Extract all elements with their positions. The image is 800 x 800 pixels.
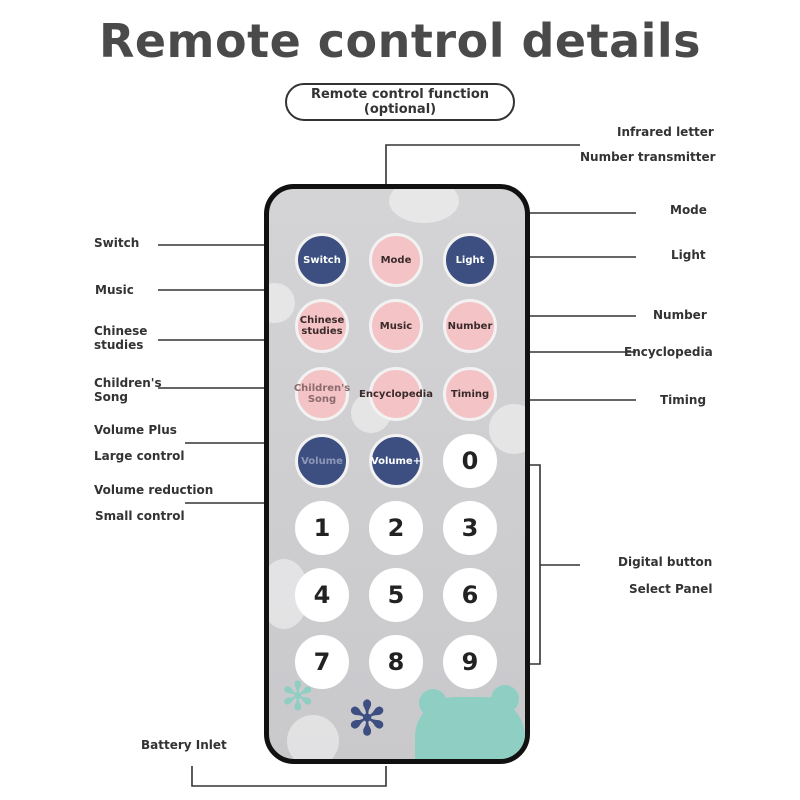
digit-7-button[interactable]: 7 xyxy=(295,635,349,689)
label-encyclopedia: Encyclopedia xyxy=(624,345,713,359)
label-small-control: Small control xyxy=(95,509,185,523)
label-volume-reduction: Volume reduction xyxy=(94,483,214,497)
battery-cover[interactable] xyxy=(415,697,525,759)
label-digital-button: Digital button xyxy=(618,555,713,569)
switch-button[interactable]: Switch xyxy=(295,233,349,287)
decor-circle xyxy=(287,715,339,759)
number-button[interactable]: Number xyxy=(443,299,497,353)
subtitle-line-2: (optional) xyxy=(363,102,437,117)
page-title: Remote control details xyxy=(98,14,702,68)
decor-circle xyxy=(269,283,295,323)
label-number-transmitter: Number transmitter xyxy=(580,150,716,164)
childrens-song-button[interactable]: Children's Song xyxy=(294,367,350,421)
timing-button[interactable]: Timing xyxy=(443,367,497,421)
digit-3-button[interactable]: 3 xyxy=(443,501,497,555)
music-button[interactable]: Music xyxy=(369,299,423,353)
label-light: Light xyxy=(671,248,706,262)
decor-circle xyxy=(389,189,459,223)
digit-6-button[interactable]: 6 xyxy=(443,568,497,622)
line-infrared xyxy=(385,144,580,186)
light-button[interactable]: Light xyxy=(443,233,497,287)
label-number: Number xyxy=(653,308,707,322)
digit-8-button[interactable]: 8 xyxy=(369,635,423,689)
subtitle-line-1: Remote control function xyxy=(310,87,490,102)
digit-4-button[interactable]: 4 xyxy=(295,568,349,622)
remote-control: Switch Mode Light Chinese studies Music … xyxy=(264,184,530,764)
volume-minus-button[interactable]: Volume xyxy=(295,434,349,488)
label-select-panel: Select Panel xyxy=(629,582,713,596)
mode-button[interactable]: Mode xyxy=(369,233,423,287)
label-mode: Mode xyxy=(670,203,707,217)
volume-plus-button[interactable]: Volume+ xyxy=(369,434,423,488)
label-large-control: Large control xyxy=(94,449,185,463)
subtitle-pill: Remote control function (optional) xyxy=(285,83,515,121)
label-music: Music xyxy=(95,283,134,297)
encyclopedia-button[interactable]: Encyclopedia xyxy=(359,367,433,421)
label-switch: Switch xyxy=(94,236,140,250)
line-battery xyxy=(191,766,387,787)
label-timing: Timing xyxy=(660,393,707,407)
digit-0-button[interactable]: 0 xyxy=(443,434,497,488)
flower-icon: ✻ xyxy=(281,674,315,720)
label-chinese-studies: Chinese studies xyxy=(94,324,148,352)
label-infrared-letter: Infrared letter xyxy=(617,125,714,139)
digit-2-button[interactable]: 2 xyxy=(369,501,423,555)
flower-icon: ✻ xyxy=(347,691,388,747)
label-volume-plus: Volume Plus xyxy=(94,423,177,437)
label-childrens-song: Children's Song xyxy=(94,376,162,404)
decor-circle xyxy=(489,404,525,454)
digit-5-button[interactable]: 5 xyxy=(369,568,423,622)
label-battery-inlet: Battery Inlet xyxy=(141,738,227,752)
chinese-studies-button[interactable]: Chinese studies xyxy=(295,299,349,353)
digit-1-button[interactable]: 1 xyxy=(295,501,349,555)
digit-9-button[interactable]: 9 xyxy=(443,635,497,689)
